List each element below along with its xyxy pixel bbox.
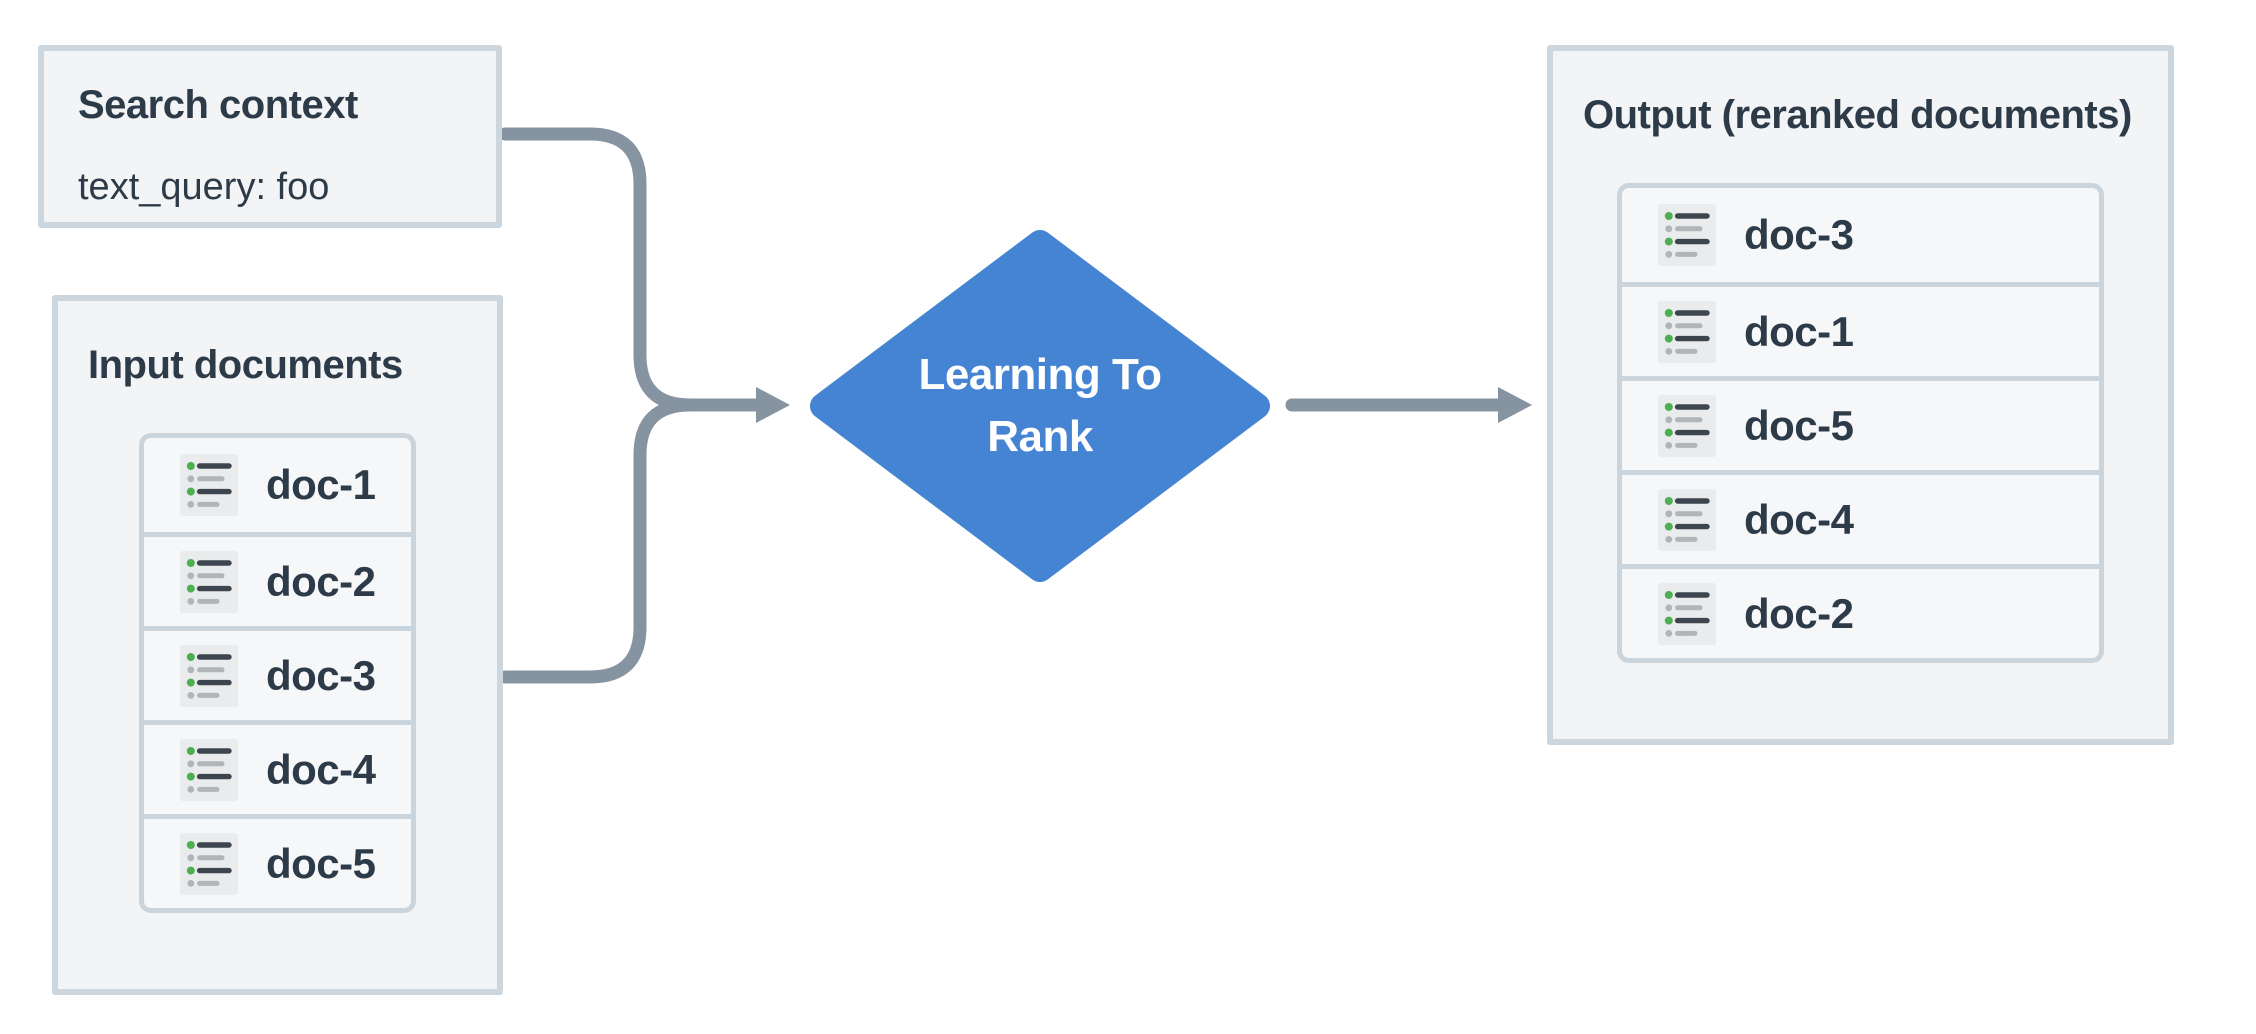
doc-label: doc-3: [266, 651, 376, 699]
output-arrowhead-icon: [1498, 387, 1532, 423]
bulleted-list-icon: [180, 454, 238, 516]
search-context-title: Search context: [78, 83, 358, 127]
doc-label: doc-4: [266, 745, 376, 793]
learning-to-rank-label: Learning To Rank: [810, 233, 1270, 579]
input-arrowhead-icon: [756, 387, 790, 423]
bulleted-list-icon: [1658, 301, 1716, 363]
doc-item: doc-3: [1622, 188, 2099, 282]
output-title: Output (reranked documents): [1583, 93, 2132, 137]
output-documents-list: doc-3 doc-1 doc-5 doc-4 doc-2: [1617, 183, 2104, 663]
doc-item: doc-4: [1622, 470, 2099, 564]
bulleted-list-icon: [1658, 204, 1716, 266]
learning-to-rank-label-line1: Learning To: [918, 350, 1162, 399]
bulleted-list-icon: [1658, 395, 1716, 457]
doc-item: doc-3: [144, 626, 411, 720]
doc-item: doc-1: [144, 438, 411, 532]
doc-label: doc-4: [1744, 495, 1854, 543]
doc-label: doc-3: [1744, 211, 1854, 258]
doc-item: doc-2: [144, 532, 411, 626]
doc-label: doc-2: [266, 557, 376, 605]
doc-item: doc-5: [144, 814, 411, 908]
search-context-connector: [498, 127, 765, 412]
bulleted-list-icon: [180, 645, 238, 707]
doc-label: doc-1: [1744, 307, 1854, 355]
learning-to-rank-label-line2: Rank: [987, 412, 1093, 461]
doc-label: doc-5: [266, 839, 376, 887]
bulleted-list-icon: [180, 833, 238, 895]
input-documents-list: doc-1 doc-2 doc-3 doc-4 doc-5: [139, 433, 416, 913]
doc-item: doc-4: [144, 720, 411, 814]
search-context-panel: Search context text_query: foo: [38, 45, 502, 228]
doc-label: doc-1: [266, 461, 376, 508]
input-documents-title: Input documents: [88, 343, 403, 387]
output-panel: Output (reranked documents) doc-3 doc-1 …: [1547, 45, 2174, 745]
bulleted-list-icon: [180, 551, 238, 613]
input-documents-panel: Input documents doc-1 doc-2 doc-3 doc-4 …: [52, 295, 503, 995]
doc-item: doc-2: [1622, 564, 2099, 658]
bulleted-list-icon: [180, 739, 238, 801]
search-context-query: text_query: foo: [78, 166, 330, 208]
bulleted-list-icon: [1658, 583, 1716, 645]
doc-item: doc-1: [1622, 282, 2099, 376]
input-documents-connector: [498, 398, 697, 684]
doc-item: doc-5: [1622, 376, 2099, 470]
doc-label: doc-2: [1744, 589, 1854, 637]
bulleted-list-icon: [1658, 489, 1716, 551]
doc-label: doc-5: [1744, 401, 1854, 449]
learning-to-rank-node: [810, 230, 1270, 582]
